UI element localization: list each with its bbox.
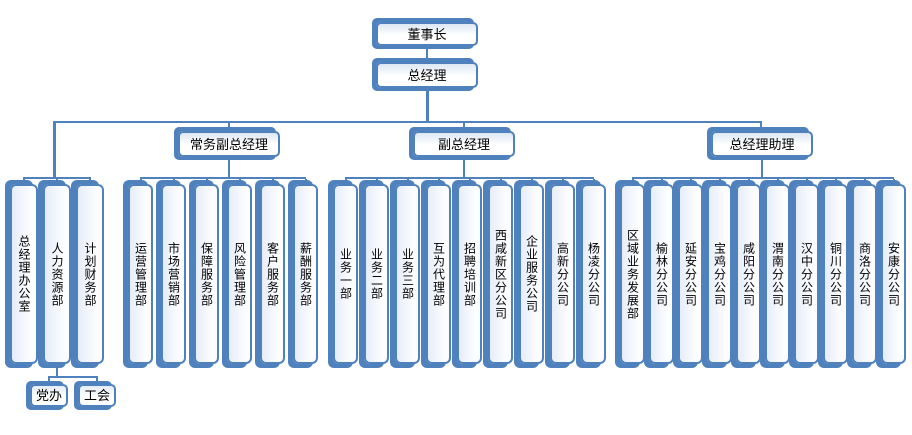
gm-office-label: 总经理办公室 <box>17 235 31 313</box>
connector-sub-stub-party <box>48 378 50 385</box>
node-dept: 风险管理部 <box>227 179 252 364</box>
dept-label: 保障服务部 <box>199 241 214 307</box>
dept-label: 杨凌分公司 <box>586 241 601 307</box>
node-dept: 高新分公司 <box>550 179 575 364</box>
connector-chairman-gm <box>426 46 428 62</box>
dept-label: 互为代理部 <box>431 241 446 307</box>
connector-drop-branch-2 <box>760 123 762 131</box>
dept-label: 客户服务部 <box>265 241 280 307</box>
node-dept: 渭南分公司 <box>765 179 790 364</box>
connector-hr-sub-drop <box>56 363 58 377</box>
staff-bracket-line <box>23 177 91 179</box>
node-dept: 运营管理部 <box>128 179 153 364</box>
branch-1-title-label: 副总经理 <box>437 136 490 152</box>
dept-label: 铜川分公司 <box>828 241 843 307</box>
party-office-label: 党办 <box>35 388 62 403</box>
connector-drop-staff <box>53 121 56 178</box>
connector-sub-bracket <box>48 376 98 378</box>
node-dept: 招聘培训部 <box>457 179 482 364</box>
dept-label: 榆林分公司 <box>654 241 669 307</box>
node-dept: 榆林分公司 <box>649 179 674 364</box>
connector-spine <box>54 121 762 123</box>
dept-label: 汉中分公司 <box>799 241 814 307</box>
node-gm-office: 总经理办公室 <box>10 179 38 364</box>
connector-branch-2-children <box>761 157 763 178</box>
dept-label: 业务三部 <box>400 248 415 300</box>
node-party-office: 党办 <box>30 384 68 407</box>
node-dept: 业务三部 <box>395 179 420 364</box>
dept-label: 区域业务发展部 <box>625 228 640 320</box>
node-dept: 延安分公司 <box>678 179 703 364</box>
node-dept: 杨凌分公司 <box>581 179 606 364</box>
dept-label: 商洛分公司 <box>857 241 872 307</box>
node-dept: 业务一部 <box>333 179 358 364</box>
dept-label: 招聘培训部 <box>462 241 477 307</box>
connector-branch-0-children <box>228 157 230 178</box>
branch-1-bracket-line <box>345 177 594 179</box>
node-dept: 客户服务部 <box>260 179 285 364</box>
dept-label: 延安分公司 <box>683 241 698 307</box>
dept-label: 业务二部 <box>369 248 384 300</box>
node-general-manager: 总经理 <box>376 62 478 88</box>
node-chairman: 董事长 <box>376 22 478 46</box>
node-branch-2-title: 总经理助理 <box>711 131 813 157</box>
node-dept: 互为代理部 <box>426 179 451 364</box>
node-chairman-label: 董事长 <box>407 26 447 42</box>
node-branch-1-title: 副总经理 <box>413 131 515 157</box>
dept-label: 薪酬服务部 <box>298 241 313 307</box>
dept-label: 高新分公司 <box>555 241 570 307</box>
connector-drop-branch-1 <box>463 123 465 131</box>
branch-2-title-label: 总经理助理 <box>729 136 795 152</box>
labor-union-label: 工会 <box>83 388 110 403</box>
dept-label: 运营管理部 <box>133 241 148 307</box>
node-dept: 咸阳分公司 <box>736 179 761 364</box>
node-dept: 薪酬服务部 <box>293 179 318 364</box>
node-labor-union: 工会 <box>78 384 116 407</box>
node-dept: 西咸新区分公司 <box>488 179 513 364</box>
branch-0-children-group: 运营管理部 市场营销部 保障服务部 风险管理部 客户服务部 薪酬服务部 <box>128 177 318 365</box>
staff-group: 总经理办公室 人力资源部 计划财务部 <box>10 177 104 365</box>
node-dept: 商洛分公司 <box>852 179 877 364</box>
node-dept: 市场营销部 <box>161 179 186 364</box>
dept-label: 市场营销部 <box>166 241 181 307</box>
node-dept: 保障服务部 <box>194 179 219 364</box>
branch-0-title-label: 常务副总经理 <box>189 136 268 152</box>
node-dept: 安康分公司 <box>881 179 906 364</box>
branch-1-children-group: 业务一部 业务二部 业务三部 互为代理部 招聘培训部 西咸新区分公司 企业服务公… <box>333 177 606 365</box>
node-dept: 铜川分公司 <box>823 179 848 364</box>
node-dept: 企业服务公司 <box>519 179 544 364</box>
dept-label: 业务一部 <box>338 248 353 300</box>
dept-label: 西咸新区分公司 <box>493 228 508 320</box>
dept-label: 企业服务公司 <box>524 235 539 313</box>
dept-label: 咸阳分公司 <box>741 241 756 307</box>
node-dept: 业务二部 <box>364 179 389 364</box>
dept-label: 安康分公司 <box>886 241 901 307</box>
branch-2-bracket-line <box>632 177 894 179</box>
hr-dept-label: 人力资源部 <box>50 241 64 307</box>
finance-dept-label: 计划财务部 <box>83 241 97 307</box>
dept-label: 渭南分公司 <box>770 241 785 307</box>
node-dept: 汉中分公司 <box>794 179 819 364</box>
dept-label: 风险管理部 <box>232 241 247 307</box>
dept-label: 宝鸡分公司 <box>712 241 727 307</box>
branch-2-children-group: 区域业务发展部 榆林分公司 延安分公司 宝鸡分公司 咸阳分公司 渭南分公司 汉中… <box>620 177 906 365</box>
node-branch-0-title: 常务副总经理 <box>178 131 280 157</box>
node-dept: 宝鸡分公司 <box>707 179 732 364</box>
node-finance-dept: 计划财务部 <box>76 179 104 364</box>
connector-branch-1-children <box>463 157 465 178</box>
connector-gm-trunk <box>426 88 429 122</box>
node-general-manager-label: 总经理 <box>407 67 447 83</box>
node-hr-dept: 人力资源部 <box>43 179 71 364</box>
node-dept: 区域业务发展部 <box>620 179 645 364</box>
branch-0-bracket-line <box>140 177 306 179</box>
connector-drop-branch-0 <box>228 123 230 131</box>
connector-sub-stub-union <box>96 378 98 385</box>
